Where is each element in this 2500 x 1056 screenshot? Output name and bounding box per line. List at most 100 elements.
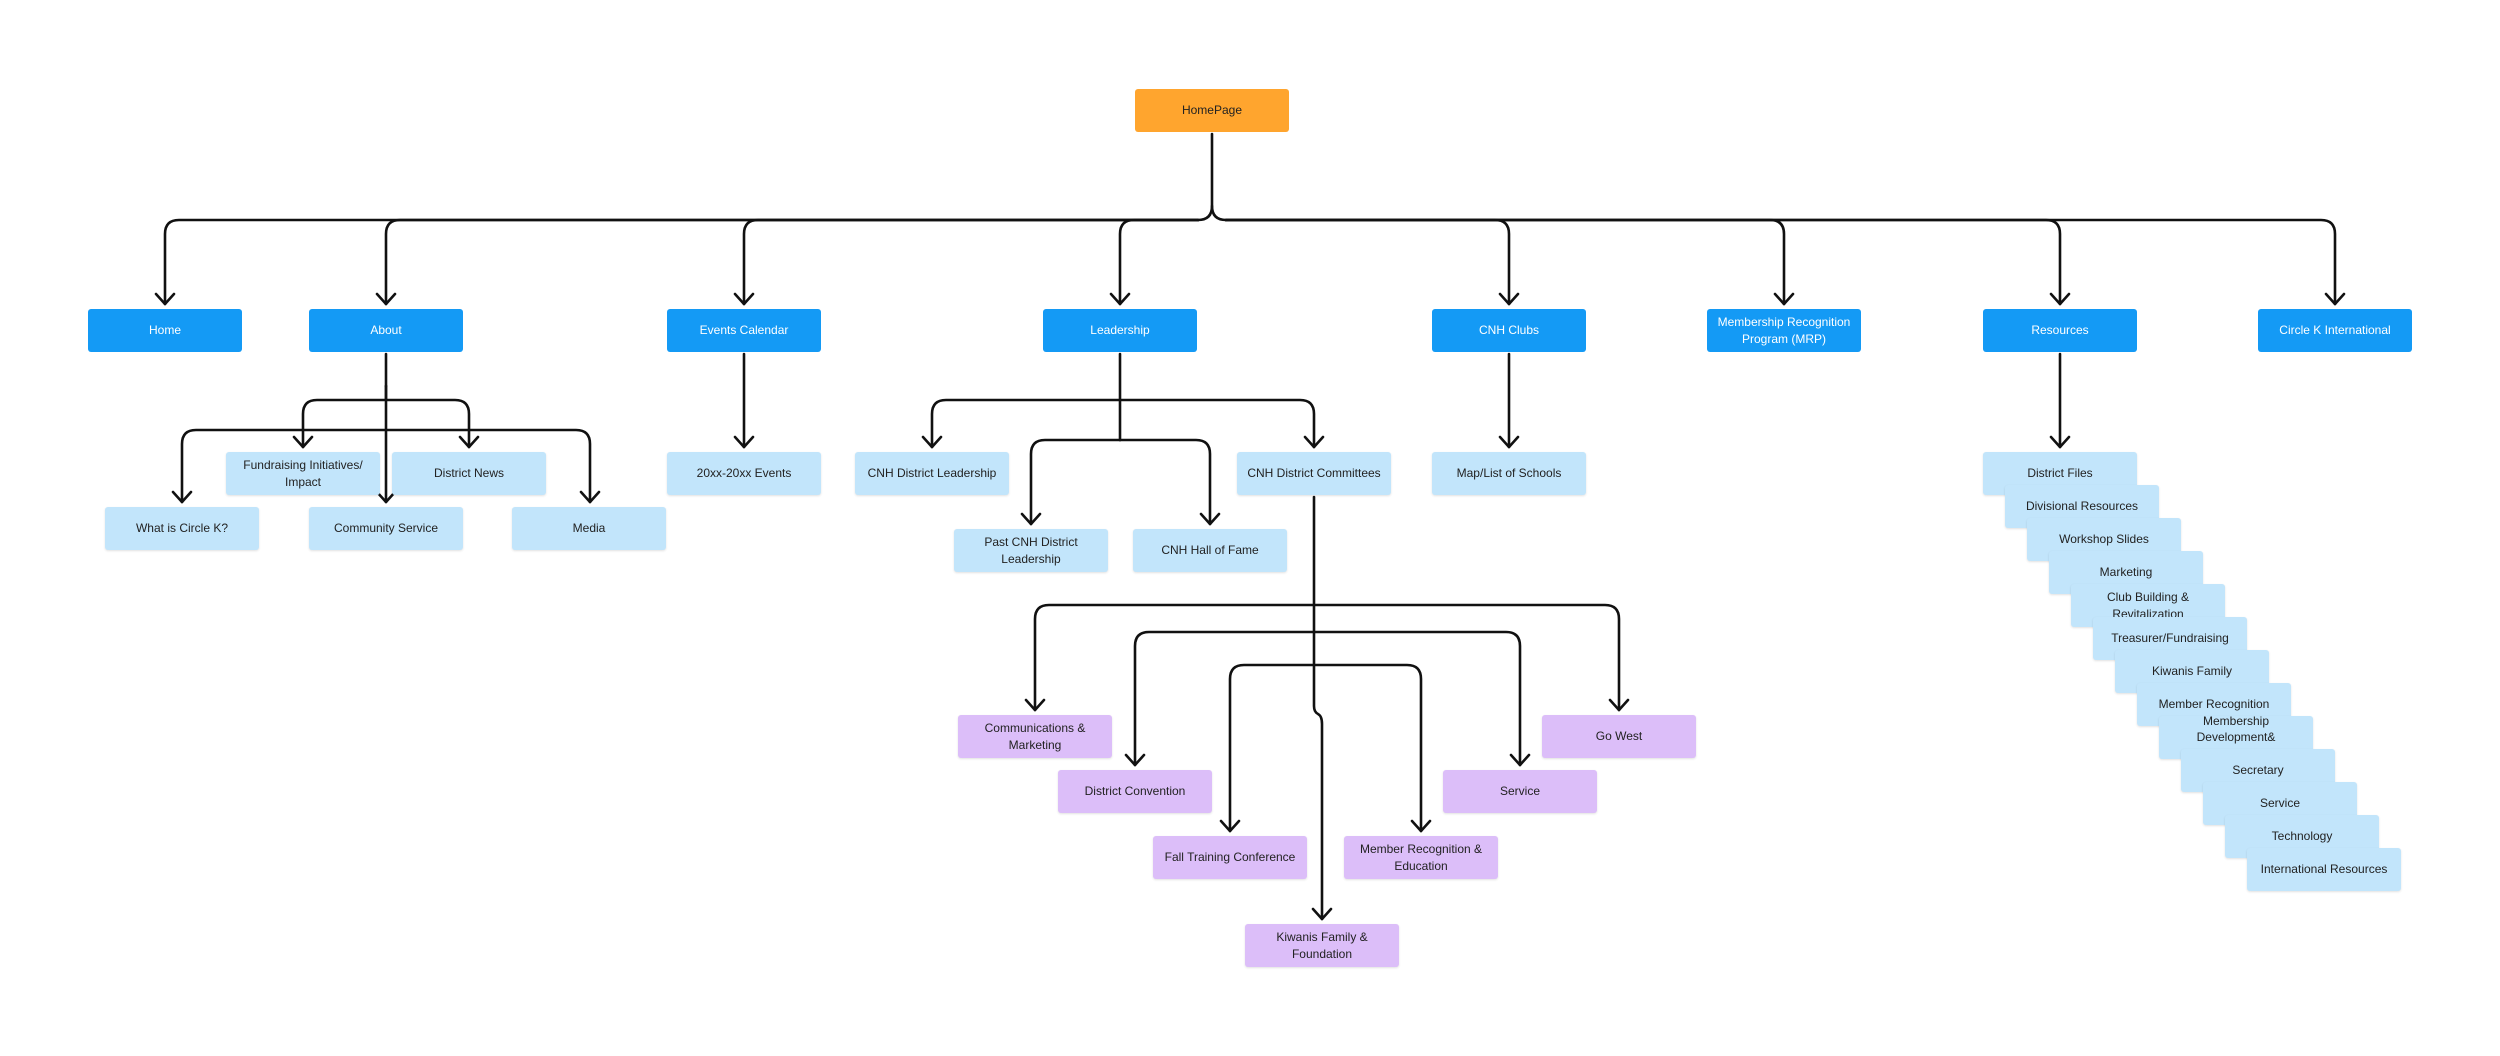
communications-label: Communications & Marketing [984,721,1086,752]
connector-line [1033,603,1316,712]
arrowhead [921,435,943,449]
committee-service-node: Service [1443,770,1597,813]
connector-line [384,218,1200,306]
connector-line [384,428,592,504]
district-committees-label: CNH District Committees [1247,466,1381,481]
arrowhead [375,490,397,504]
events-calendar-label: Events Calendar [699,323,789,338]
resource-item-label: Secretary [2232,763,2284,778]
arrowhead [1109,292,1131,306]
about-label: About [370,323,402,338]
circle-k-international-label: Circle K International [2279,323,2391,338]
connector-line [1224,218,2337,306]
home-node: Home [88,309,242,352]
connector-line [1312,603,1621,712]
events-calendar-node: Events Calendar [667,309,821,352]
district-convention-label: District Convention [1084,784,1186,799]
arrowhead [2049,435,2071,449]
communications-node: Communications & Marketing [958,715,1112,758]
hall-of-fame-node: CNH Hall of Fame [1133,529,1287,572]
what-is-circle-k-label: What is Circle K? [135,521,229,536]
resources-node: Resources [1983,309,2137,352]
arrowhead [458,435,480,449]
arrowhead [579,490,601,504]
arrowhead [1498,292,1520,306]
resource-item-label: District Files [2027,466,2093,481]
connector-line [1118,438,1212,526]
homepage-node: HomePage [1135,89,1289,132]
connector-line [1133,630,1316,767]
resource-item-label: Divisional Resources [2025,499,2139,514]
resource-item-label: International Resources [2260,862,2388,877]
connector-line [1228,663,1316,833]
district-committees-node: CNH District Committees [1237,452,1391,495]
arrowhead [1498,435,1520,449]
arrowhead [1303,435,1325,449]
member-recognition-edu-node: Member Recognition & Education [1344,836,1498,879]
arrowhead [2324,292,2346,306]
connector-line [384,398,471,449]
fundraising-node: Fundraising Initiatives/ Impact [226,452,380,495]
leadership-label: Leadership [1090,323,1150,338]
connector-line [1118,398,1316,449]
arrowhead [1410,819,1432,833]
mrp-node: Membership Recognition Program (MRP) [1707,309,1861,352]
resource-item-label: Workshop Slides [2059,532,2149,547]
connector-line [301,398,388,449]
connector-line [1196,132,1214,222]
what-is-circle-k-node: What is Circle K? [105,507,259,550]
events-label: 20xx-20xx Events [696,466,792,481]
arrowhead [154,292,176,306]
connector-line [180,428,388,504]
district-news-node: District News [392,452,546,495]
arrowhead [1608,698,1630,712]
district-leadership-node: CNH District Leadership [855,452,1009,495]
go-west-label: Go West [1595,729,1643,744]
committee-service-label: Service [1499,784,1540,799]
connector-line [1312,663,1423,833]
district-leadership-label: CNH District Leadership [867,466,997,481]
resource-item-label: Technology [2271,829,2333,844]
connector-line [1224,218,1511,306]
mrp-label: Membership Recognition Program (MRP) [1717,315,1851,346]
resource-item-label: Treasurer/Fundraising [2111,631,2229,646]
arrowhead [1199,512,1221,526]
resource-item-label: Kiwanis Family [2151,664,2232,679]
circle-k-international-node: Circle K International [2258,309,2412,352]
past-leadership-label: Past CNH District Leadership [984,535,1078,566]
resource-item-label: Member Recognition [2158,697,2270,712]
connector-line [1118,218,1200,306]
arrowhead [2049,292,2071,306]
community-service-label: Community Service [333,521,439,536]
resource-item: International Resources [2247,848,2401,891]
resources-label: Resources [2031,323,2089,338]
arrowhead [1024,698,1046,712]
resource-item-label: Service [2259,796,2300,811]
leadership-node: Leadership [1043,309,1197,352]
connector-line [1210,204,1228,222]
kiwanis-foundation-label: Kiwanis Family & Foundation [1276,930,1368,961]
past-leadership-node: Past CNH District Leadership [954,529,1108,572]
resource-item-label: Marketing [2099,565,2153,580]
map-schools-label: Map/List of Schools [1456,466,1562,481]
member-recognition-edu-label: Member Recognition & Education [1359,842,1483,873]
arrowhead [733,435,755,449]
district-convention-node: District Convention [1058,770,1212,813]
arrowhead [171,490,193,504]
arrowhead [1219,819,1241,833]
go-west-node: Go West [1542,715,1696,758]
home-label: Home [148,323,181,338]
cnh-clubs-label: CNH Clubs [1478,323,1539,338]
map-schools-node: Map/List of Schools [1432,452,1586,495]
connector-line [742,218,1200,306]
connector-line [1312,663,1324,921]
homepage-label: HomePage [1181,103,1243,118]
connector-line [1224,218,1786,306]
connector-line [1224,218,2062,306]
events-node: 20xx-20xx Events [667,452,821,495]
arrowhead [733,292,755,306]
connector-line [930,398,1122,449]
fall-training-label: Fall Training Conference [1164,850,1296,865]
